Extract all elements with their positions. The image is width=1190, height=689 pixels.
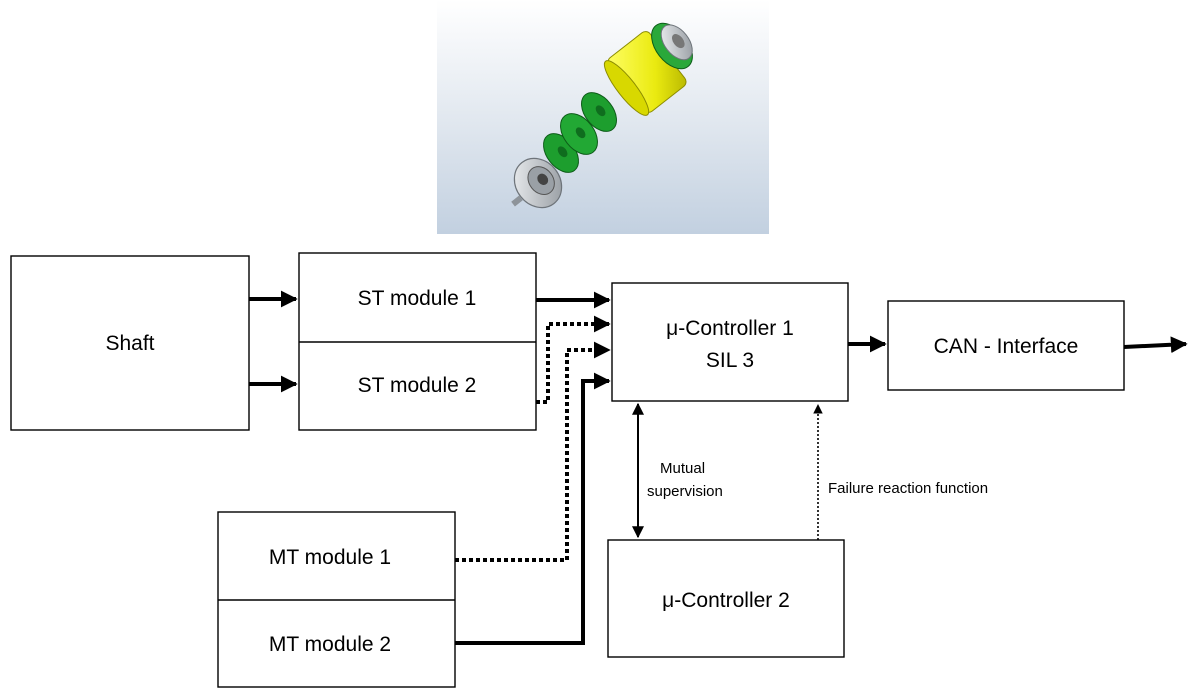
encoder-exploded-view-icon — [437, 0, 769, 234]
st-module-1-label: ST module 1 — [358, 287, 477, 310]
failure-reaction-label: Failure reaction function — [828, 480, 988, 497]
controller-2-block — [607, 539, 845, 658]
controller-1-label-line1: μ-Controller 1 — [666, 317, 794, 340]
shaft-block — [10, 255, 250, 431]
mt2-to-controller1-arrow — [455, 372, 611, 645]
can-interface-label: CAN - Interface — [934, 335, 1079, 358]
controller-2-label: μ-Controller 2 — [662, 589, 790, 612]
mt-module-2-label: MT module 2 — [269, 633, 391, 656]
st-module-2-label: ST module 2 — [358, 374, 477, 397]
st2-to-controller1-dotted — [536, 315, 611, 404]
controller-1-label-line2: SIL 3 — [706, 349, 754, 372]
mt-module-1-label: MT module 1 — [269, 546, 391, 569]
mt1-to-controller1-dotted — [455, 341, 611, 562]
can-interface-block — [887, 300, 1125, 391]
shaft-label: Shaft — [105, 332, 154, 355]
can-output-arrow — [1123, 336, 1188, 354]
mutual-supervision-label-line1: Mutual — [660, 460, 705, 477]
mutual-supervision-label-line2: supervision — [647, 483, 723, 500]
controller-1-block — [611, 282, 849, 402]
